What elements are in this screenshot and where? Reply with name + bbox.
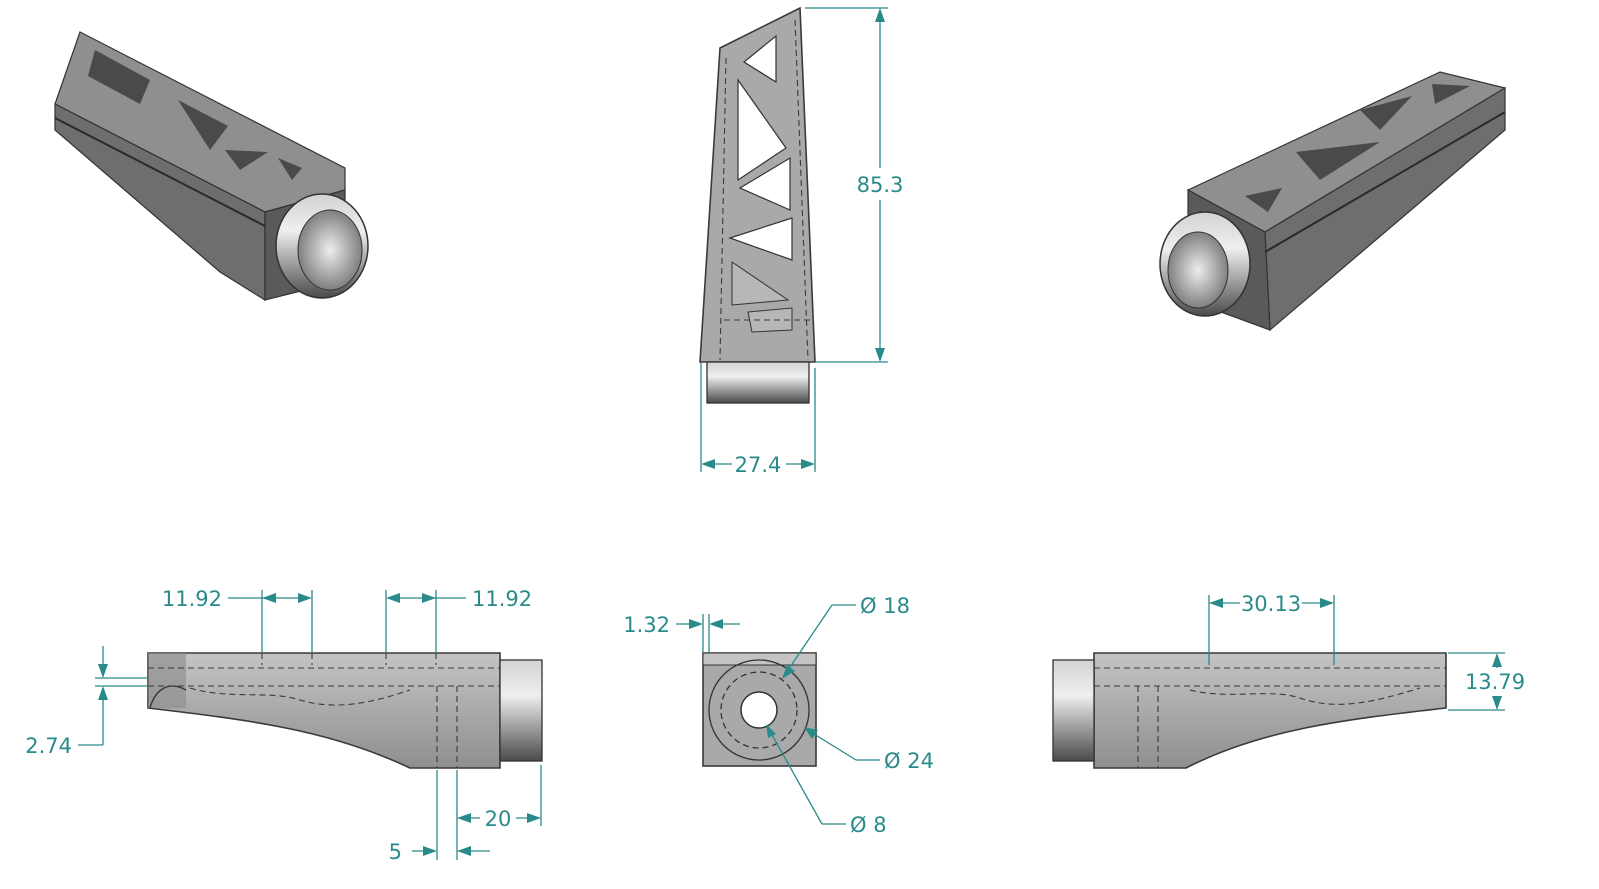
dimension-text-30-13: 30.13 <box>1241 592 1301 616</box>
dimension-5: 5 <box>389 770 490 864</box>
dimension-2-74: 2.74 <box>25 646 148 758</box>
dimension-text-85-3: 85.3 <box>857 173 904 197</box>
dimension-text-dia-24: Ø 24 <box>884 749 934 773</box>
dimension-dia-8: Ø 8 <box>766 724 887 837</box>
dimension-13-79: 13.79 <box>1448 652 1525 711</box>
dimension-dia-18: Ø 18 <box>782 594 910 679</box>
dimension-text-2-74: 2.74 <box>25 734 72 758</box>
dimension-11-92-right: 11.92 <box>385 587 532 653</box>
dimension-text-11-92-right: 11.92 <box>472 587 532 611</box>
dimension-85-3: 85.3 <box>805 7 904 363</box>
right-side-view <box>1052 652 1447 769</box>
dimension-text-dia-18: Ø 18 <box>860 594 910 618</box>
dimension-20: 20 <box>456 765 542 860</box>
dimension-text-20: 20 <box>485 807 512 831</box>
dimension-text-1-32: 1.32 <box>623 613 670 637</box>
dimension-text-13-79: 13.79 <box>1465 670 1525 694</box>
dimension-text-11-92-left: 11.92 <box>162 587 222 611</box>
dimension-text-dia-8: Ø 8 <box>850 813 887 837</box>
front-view <box>702 652 817 767</box>
dimension-27-4: 27.4 <box>700 362 816 477</box>
top-view <box>699 6 816 404</box>
dimension-text-27-4: 27.4 <box>735 453 782 477</box>
isometric-view-right <box>1159 71 1507 332</box>
isometric-view-left <box>54 31 369 302</box>
dimension-11-92-left: 11.92 <box>162 587 313 653</box>
dimension-30-13: 30.13 <box>1208 592 1335 665</box>
dimension-1-32: 1.32 <box>623 613 740 653</box>
dimension-dia-24: Ø 24 <box>804 727 934 773</box>
dimension-text-5: 5 <box>389 840 402 864</box>
left-side-view <box>147 652 543 769</box>
